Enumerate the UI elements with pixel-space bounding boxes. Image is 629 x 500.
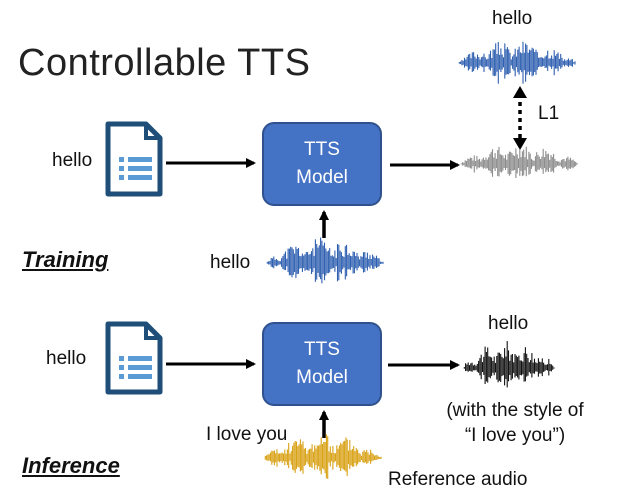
text-input-label: hello xyxy=(52,150,93,171)
l1-loss-arrow xyxy=(513,86,527,150)
training-section-label: Training xyxy=(22,247,109,272)
inference-section-label: Inference xyxy=(22,453,120,478)
reference-text-label: hello xyxy=(210,252,251,273)
output-waveform xyxy=(460,146,578,178)
reference-waveform xyxy=(266,237,384,284)
reference-text-label: I love you xyxy=(206,424,288,445)
tts-model-box: TTS Model xyxy=(262,122,382,206)
tts-model-box: TTS Model xyxy=(262,322,382,406)
reference-waveform xyxy=(264,434,382,479)
model-label-line1: TTS xyxy=(304,339,340,360)
model-label-line2: Model xyxy=(296,167,348,188)
loss-label: L1 xyxy=(538,103,560,124)
output-waveform xyxy=(463,341,555,388)
document-icon xyxy=(105,321,163,395)
reference-audio-label: Reference audio xyxy=(388,469,528,490)
document-icon xyxy=(105,121,163,197)
model-label-line1: TTS xyxy=(304,139,340,160)
model-label-line2: Model xyxy=(296,367,348,388)
style-note-line1: (with the style of xyxy=(446,400,584,421)
target-waveform xyxy=(458,41,576,84)
page-title: Controllable TTS xyxy=(18,42,311,84)
text-input-label: hello xyxy=(46,348,87,369)
style-note: (with the style of “I love you”) xyxy=(432,400,598,447)
style-note-line2: “I love you”) xyxy=(464,425,566,446)
output-audio-label: hello xyxy=(488,313,529,334)
target-audio-label: hello xyxy=(492,8,533,29)
